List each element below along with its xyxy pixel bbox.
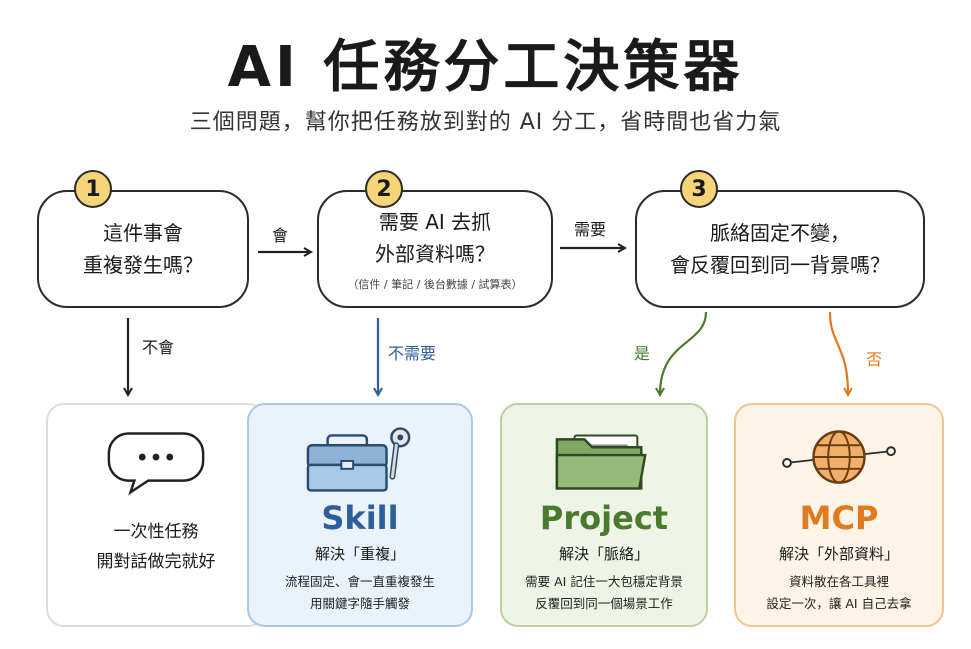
card-project: Project 解決「脈絡」 需要 AI 記住一大包穩定背景 反覆回到同一個場景… (500, 403, 708, 627)
card-oneoff: 一次性任務 開對話做完就好 (46, 403, 266, 627)
question-3-text: 脈絡固定不變， 會反覆回到同一背景嗎？ (670, 221, 890, 277)
mcp-solves: 解決「外部資料」 (778, 545, 899, 563)
step-badge-3: 3 (680, 170, 718, 208)
question-box-1: 這件事會 重複發生嗎？ (37, 190, 249, 308)
label-q1-to-q2: 會 (272, 226, 289, 245)
step-badge-1: 1 (74, 170, 112, 208)
question-2-text: 需要 AI 去抓 外部資料嗎？ (375, 210, 495, 266)
page-subtitle: 三個問題，幫你把任務放到對的 AI 分工，省時間也省力氣 (189, 110, 782, 135)
label-q1-down: 不會 (142, 338, 175, 357)
page-title: AI 任務分工決策器 (227, 35, 744, 100)
question-2-note: （信件 / 筆記 / 後台數據 / 試算表） (347, 278, 523, 291)
skill-name: Skill (321, 499, 399, 537)
project-name: Project (539, 499, 669, 537)
arrow-q3-no (828, 311, 848, 394)
project-solves: 解決「脈絡」 (558, 545, 649, 563)
oneoff-text: 一次性任務 開對話做完就好 (96, 522, 216, 572)
skill-desc: 流程固定、會一直重複發生 用關鍵字隨手觸發 (284, 574, 435, 611)
toolbox-icon (306, 427, 411, 492)
card-mcp: MCP 解決「外部資料」 資料散在各工具裡 設定一次，讓 AI 自己去拿 (734, 403, 944, 627)
folder-icon (555, 434, 647, 490)
question-box-3: 脈絡固定不變， 會反覆回到同一背景嗎？ (635, 190, 925, 308)
speech-bubble-icon (107, 432, 205, 496)
label-q3-yes: 是 (634, 344, 651, 363)
question-1-text: 這件事會 重複發生嗎？ (83, 221, 203, 277)
mcp-desc: 資料散在各工具裡 設定一次，讓 AI 自己去拿 (766, 574, 912, 611)
label-q2-to-q3: 需要 (574, 220, 607, 239)
step-badge-2: 2 (365, 170, 403, 208)
label-q2-down: 不需要 (388, 344, 437, 363)
globe-icon (782, 430, 896, 484)
mcp-name: MCP (799, 499, 879, 537)
skill-solves: 解決「重複」 (314, 545, 405, 563)
label-q3-no: 否 (866, 350, 883, 369)
arrow-q3-yes (660, 311, 708, 394)
project-desc: 需要 AI 記住一大包穩定背景 反覆回到同一個場景工作 (525, 574, 683, 611)
question-box-2: 需要 AI 去抓 外部資料嗎？ （信件 / 筆記 / 後台數據 / 試算表） (317, 190, 553, 308)
card-skill: Skill 解決「重複」 流程固定、會一直重複發生 用關鍵字隨手觸發 (247, 403, 473, 627)
